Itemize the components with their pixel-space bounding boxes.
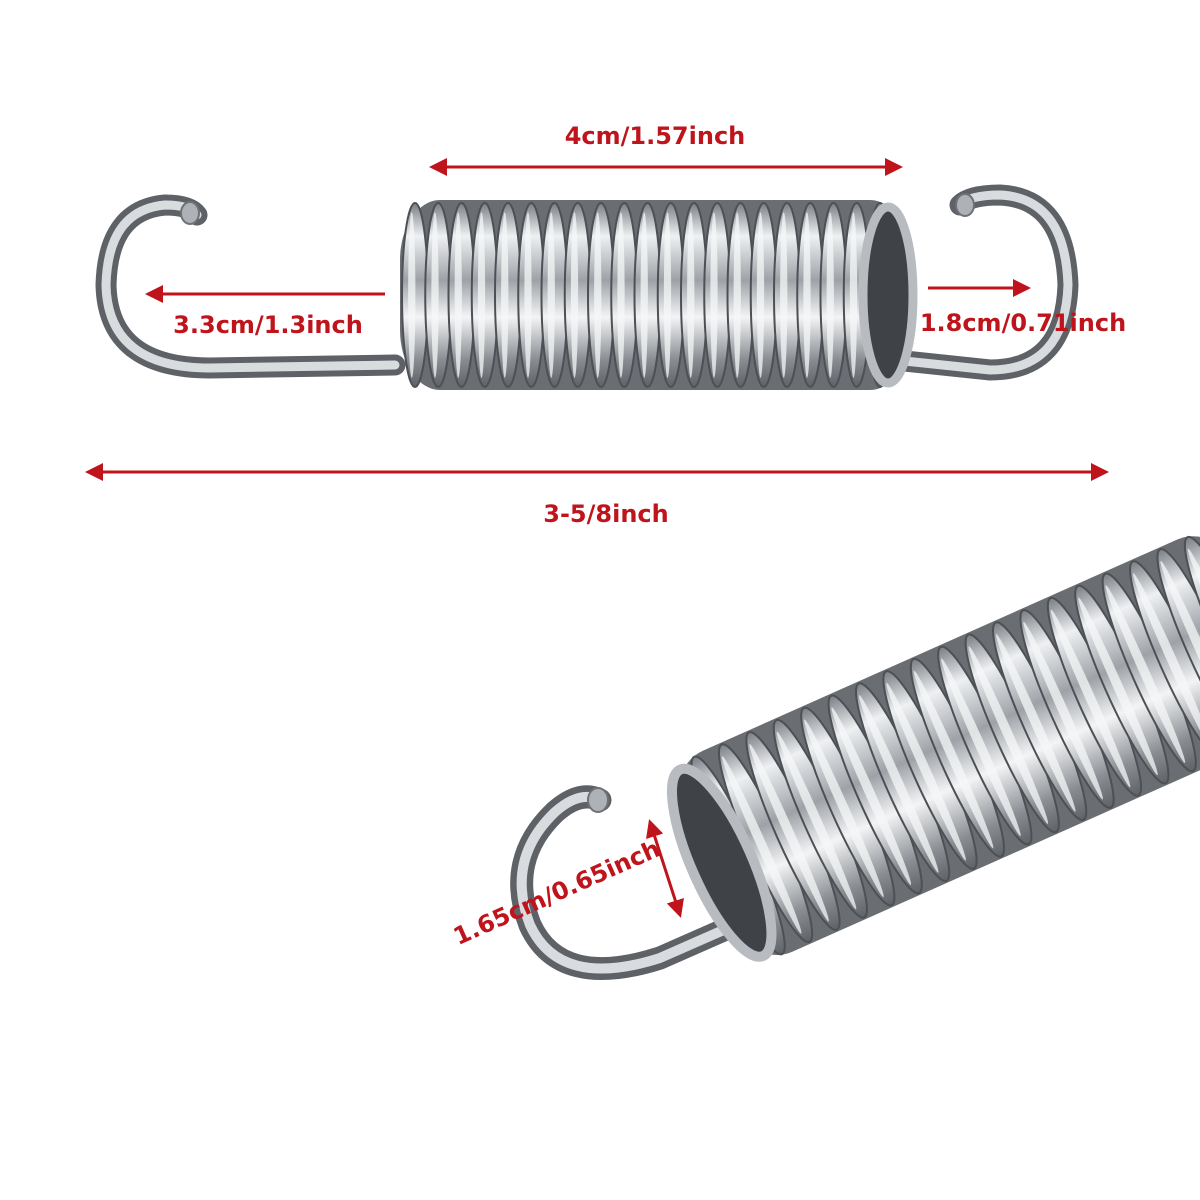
closeup-coil-winding-highlight xyxy=(1160,560,1200,739)
coil-winding-highlight xyxy=(756,212,765,378)
left-hook-label: 3.3cm/1.3inch xyxy=(173,311,363,339)
closeup-coil-winding-highlight xyxy=(831,707,912,885)
coil-winding-highlight xyxy=(803,212,811,378)
coil-length-label: 4cm/1.57inch xyxy=(565,122,746,150)
coil-winding-highlight xyxy=(687,212,695,378)
overall-length-label: 3-5/8inch xyxy=(543,500,668,528)
closeup-coil-winding-highlight xyxy=(1023,621,1103,800)
coil-winding-highlight xyxy=(408,212,416,378)
extension-spring-icon xyxy=(95,184,1079,390)
coil-winding-highlight xyxy=(849,212,858,378)
closeup-coil-winding-highlight xyxy=(776,731,857,910)
coil-winding-highlight xyxy=(617,212,625,378)
wire-gap-arrow-icon xyxy=(646,819,684,918)
closeup-coil-winding-highlight xyxy=(804,719,884,898)
coil-winding-highlight xyxy=(477,212,486,378)
closeup-coil-winding-highlight xyxy=(1050,609,1131,788)
closeup-coil-winding-highlight xyxy=(913,670,994,849)
coil-winding-highlight xyxy=(570,212,579,378)
closeup-coil-winding-highlight xyxy=(1078,597,1158,776)
closeup-coil-winding-highlight xyxy=(886,682,966,861)
coil-winding-highlight xyxy=(501,212,509,378)
coil-winding-highlight xyxy=(663,212,672,378)
right-hook-label: 1.8cm/0.71inch xyxy=(920,309,1126,337)
left-hook-icon xyxy=(95,194,406,379)
coil-winding-highlight xyxy=(594,212,602,378)
coil-winding-highlight xyxy=(431,212,439,378)
wire-gap-label: 1.65cm/0.65inch xyxy=(449,835,664,951)
closeup-coil-winding-highlight xyxy=(968,646,1049,824)
extension-spring-closeup-icon xyxy=(510,535,1200,981)
closeup-coil-winding-highlight xyxy=(1105,585,1186,763)
closeup-coil-winding-highlight xyxy=(721,756,802,934)
coil-winding-highlight xyxy=(524,212,532,378)
coil-winding-highlight xyxy=(640,212,648,378)
closeup-coil-winding-highlight xyxy=(858,695,939,873)
coil-winding-highlight xyxy=(780,212,788,378)
closeup-coil-winding-highlight xyxy=(995,634,1076,812)
closeup-coil-winding-highlight xyxy=(941,658,1021,837)
coil-winding-highlight xyxy=(733,212,741,378)
closeup-coil-winding-highlight xyxy=(1133,573,1200,751)
right-hook-icon xyxy=(884,184,1079,381)
coil-winding-highlight xyxy=(547,212,555,378)
closeup-coil-winding-highlight xyxy=(749,743,829,922)
coil-winding-highlight xyxy=(454,212,462,378)
coil-winding-highlight xyxy=(826,212,834,378)
closeup-coil-winding xyxy=(1183,535,1200,736)
coil-winding-highlight xyxy=(710,212,718,378)
